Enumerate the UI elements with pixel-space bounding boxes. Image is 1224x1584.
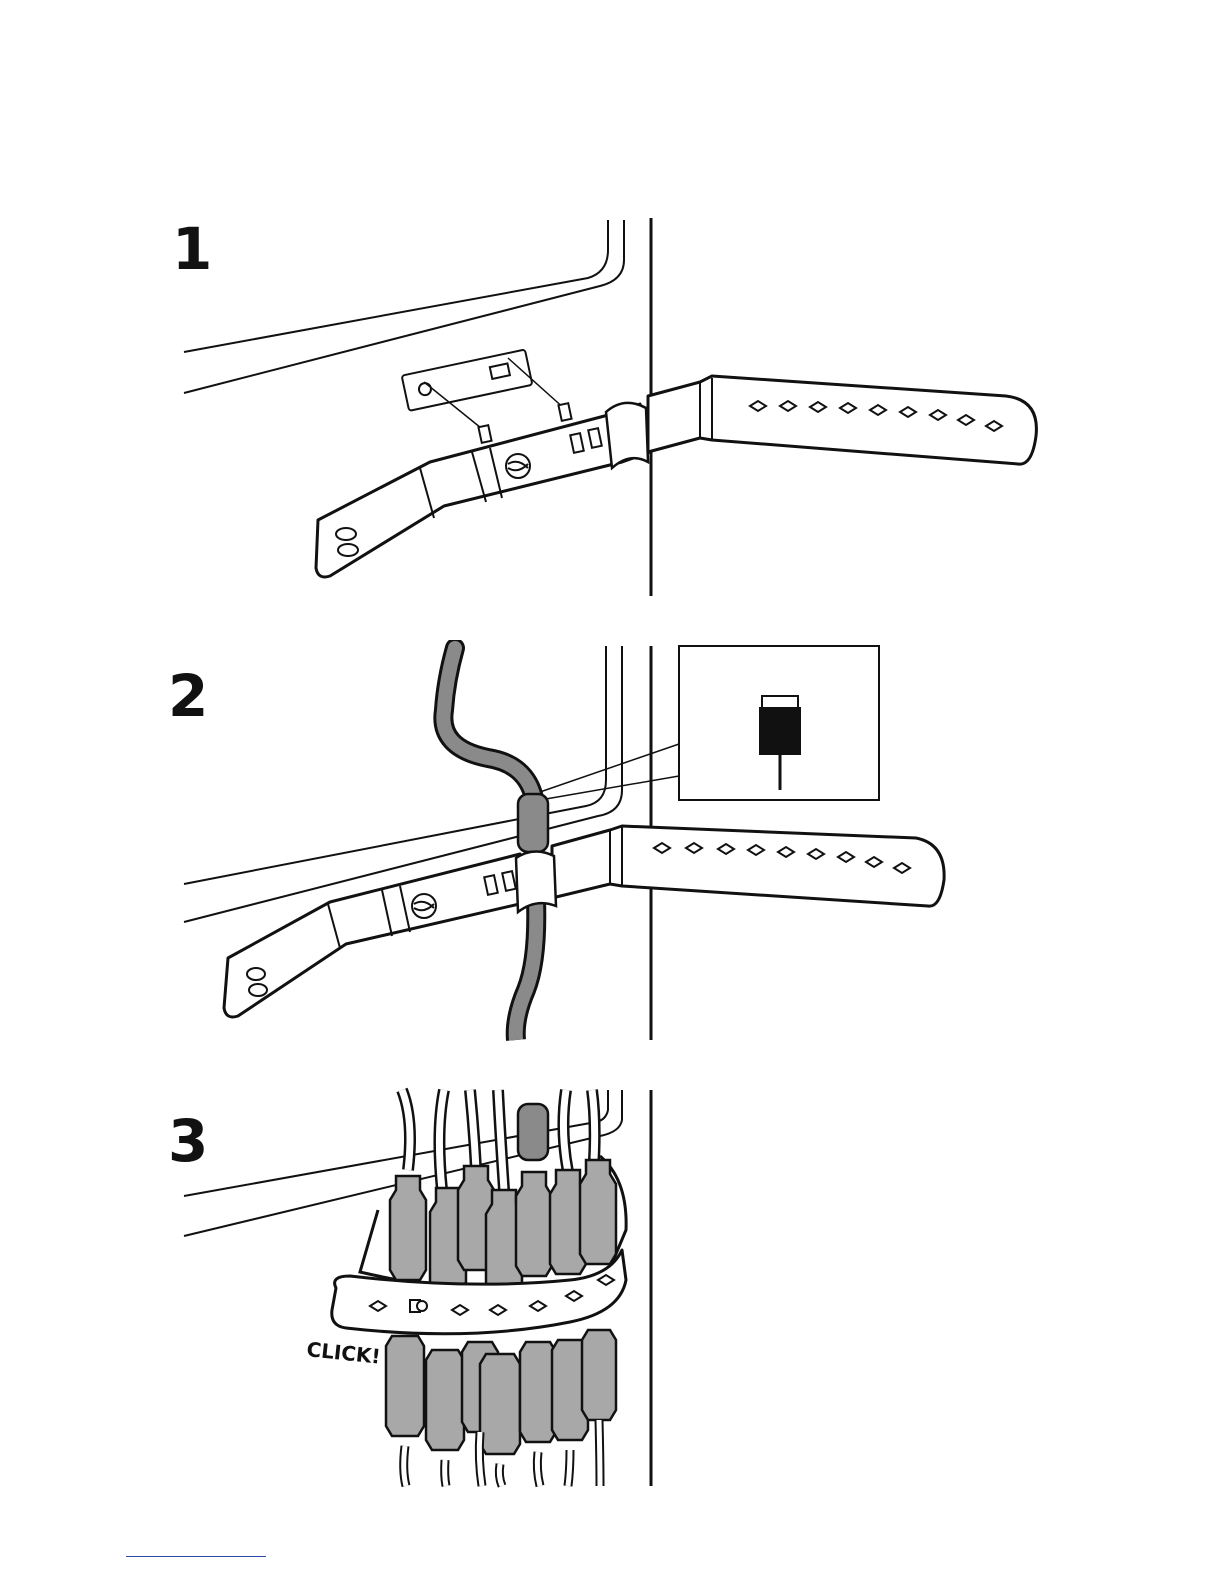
click-callout: CLICK! bbox=[305, 1337, 381, 1369]
cable-strap-left bbox=[224, 854, 528, 1017]
step-3-drawing: CLICK! bbox=[0, 1080, 1224, 1500]
cable-strap-right bbox=[648, 376, 1036, 464]
mounting-hole-square bbox=[490, 363, 510, 378]
step-1-illustration bbox=[0, 200, 1224, 620]
step-2-drawing bbox=[0, 640, 1224, 1060]
strap-clip bbox=[606, 403, 648, 468]
step-2-illustration bbox=[0, 640, 1224, 1060]
tv-back-inner-edge bbox=[184, 220, 624, 393]
strap-clip bbox=[516, 851, 556, 912]
step-3-illustration: CLICK! bbox=[0, 1080, 1224, 1500]
mounting-plate bbox=[402, 350, 533, 411]
inset-connector-body bbox=[760, 708, 800, 754]
cable-ferrite bbox=[518, 1104, 548, 1160]
tv-back-edge bbox=[184, 220, 608, 352]
step-1-drawing bbox=[0, 200, 1224, 620]
connectors-lower bbox=[386, 1330, 616, 1454]
cable-ferrite bbox=[518, 794, 548, 852]
footer-rule bbox=[126, 1556, 266, 1557]
